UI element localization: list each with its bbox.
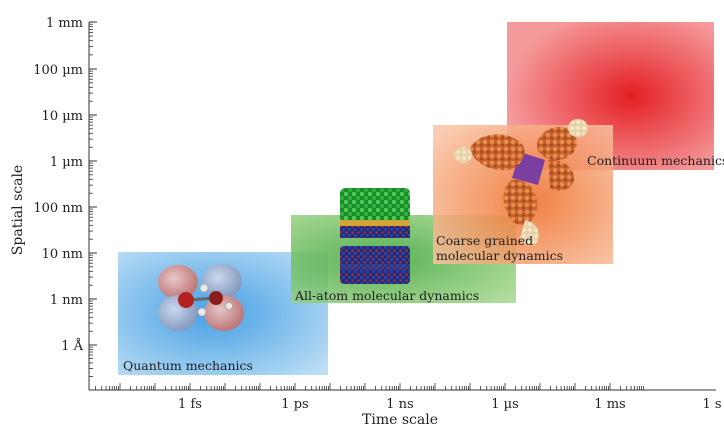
lipid-bilayer-icon: [340, 188, 410, 284]
y-tick-1um: 1 µm: [50, 155, 83, 170]
y-axis-title: Spatial scale: [10, 165, 26, 255]
y-tick-1nm: 1 nm: [50, 293, 83, 308]
label-coarse-line1: Coarse grained: [436, 233, 533, 248]
label-coarse-line2: molecular dynamics: [436, 248, 563, 263]
x-tick-1ps: 1 ps: [281, 397, 308, 412]
x-tick-1ns: 1 ns: [386, 397, 413, 412]
water-molecule-icon: [158, 264, 244, 331]
y-tick-1a: 1 Å: [61, 338, 83, 354]
x-tick-1fs: 1 fs: [178, 397, 202, 412]
label-quantum: Quantum mechanics: [123, 358, 253, 373]
y-tick-10nm: 10 nm: [42, 247, 83, 262]
y-axis: [88, 21, 97, 390]
y-tick-10um: 10 µm: [42, 109, 83, 124]
x-axis-title: Time scale: [362, 412, 438, 428]
label-all-atom: All-atom molecular dynamics: [294, 288, 479, 303]
protein-complex-icon: [454, 119, 588, 246]
x-tick-1us: 1 µs: [491, 397, 519, 412]
y-tick-100nm: 100 nm: [33, 201, 83, 216]
x-tick-1ms: 1 ms: [594, 397, 625, 412]
y-tick-1mm: 1 mm: [46, 16, 83, 31]
label-continuum: Continuum mechanics: [587, 153, 724, 168]
x-tick-1s: 1 s: [702, 397, 721, 412]
x-axis: [89, 383, 716, 391]
y-tick-100um: 100 µm: [33, 63, 83, 78]
